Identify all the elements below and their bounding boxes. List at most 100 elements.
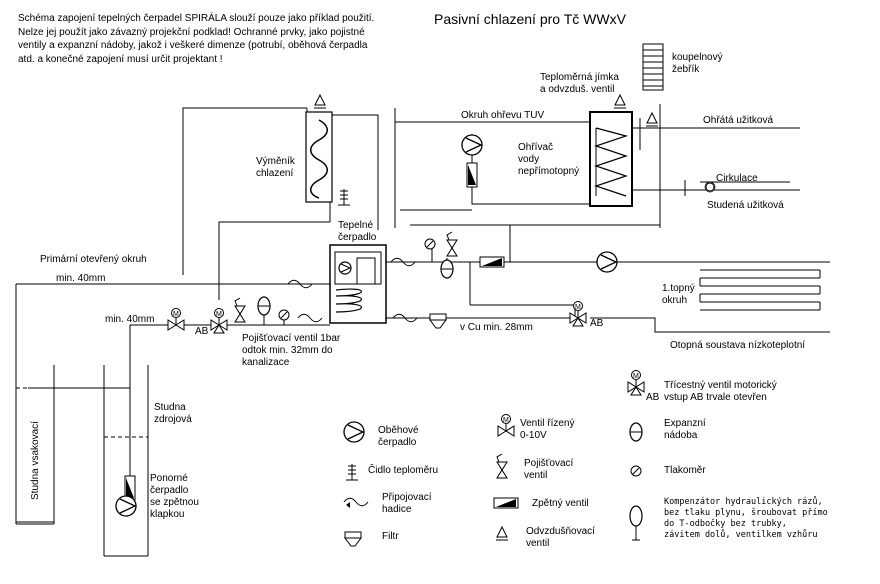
legend-compensator-icon <box>629 505 643 541</box>
pipes <box>15 104 830 523</box>
diagram-title: Pasivní chlazení pro Tč WWxV <box>434 11 626 27</box>
label-min40-bottom: min. 40mm <box>105 314 155 325</box>
label-topny-2: okruh <box>662 295 688 306</box>
label-heat-pump: Tepelné čerpadlo <box>338 220 376 244</box>
legend-3wv-1: Třícestný ventil motorický <box>664 380 777 391</box>
submersible-pump-icon <box>115 495 137 517</box>
label-cu-pipe: v Cu min. 28mm <box>460 322 533 333</box>
well-source <box>103 365 149 557</box>
label-dhw-tank: Ohřívač vody nepřímotopný <box>518 142 579 178</box>
note-line-3: ventily a expanzní nádoby, jakož i veške… <box>18 40 368 51</box>
air-vent-tank-icon <box>613 94 627 109</box>
controlled-valve-primary-icon <box>167 308 185 331</box>
pressure-gauge-primary-icon <box>278 309 290 321</box>
cooling-heat-exchanger <box>305 111 333 203</box>
label-cold-water: Studená užitková <box>707 200 784 211</box>
circulation-pump-small-icon <box>705 182 715 192</box>
label-thermometer-well: Teploměrná jímka a odvzduš. ventil <box>540 72 619 96</box>
label-safety-note-3: kanalizace <box>242 357 290 368</box>
legend-comp-4: závitem dolů, ventilkem vzhůru <box>664 530 818 540</box>
legend-exp-2: nádoba <box>664 430 698 441</box>
legend-pump-icon <box>343 421 365 443</box>
filter-heating-icon <box>429 313 447 329</box>
temp-sensor-exchanger-icon <box>337 188 351 206</box>
legend-three-way-valve-icon <box>627 370 645 396</box>
label-ponorne-3: se zpětnou <box>150 497 199 508</box>
label-ohrivac-1: Ohřívač <box>518 142 554 153</box>
label-heat-exchanger: Výměník chlazení <box>256 156 295 180</box>
heat-pump-unit <box>329 244 387 324</box>
legend-controlled-valve-icon <box>497 414 515 437</box>
legend-compensator: Kompenzátor hydraulických rázů, bez tlak… <box>664 497 828 541</box>
legend-sv-1: Pojišťovací <box>524 458 574 469</box>
label-vymenik-2: chlazení <box>256 168 294 179</box>
legend-hose: Připojovací hadice <box>382 492 431 516</box>
legend-air-vent: Odvzdušňovací ventil <box>526 526 595 550</box>
legend-air-vent-icon <box>495 526 509 541</box>
legend-filter-icon <box>344 531 362 547</box>
note-line-1: Schéma zapojení tepelných čerpadel SPIRÁ… <box>18 13 375 24</box>
label-hp-1: Tepelné <box>338 220 374 231</box>
towel-radiator <box>642 43 664 91</box>
legend-comp-3: do T-odbočky bez trubky, <box>664 519 787 529</box>
expansion-vessel-primary-icon <box>257 296 271 316</box>
label-circulation: Cirkulace <box>716 173 758 184</box>
label-koupelnovy-2: žebřík <box>672 64 700 75</box>
label-ohrivac-3: nepřímotopný <box>518 166 580 177</box>
legend-three-way-valve: Třícestný ventil motorický vstup AB trva… <box>664 380 777 404</box>
legend-av-2: ventil <box>526 538 550 549</box>
label-ponorne-2: čerpadlo <box>150 485 189 496</box>
legend-cv-1: Ventil řízený <box>520 418 575 429</box>
label-jimka-2: a odvzduš. ventil <box>540 84 615 95</box>
label-hp-2: čerpadlo <box>338 232 377 243</box>
legend-comp-2: bez tlaku plynu, šroubovat přímo <box>664 508 828 518</box>
legend-check-valve-icon <box>493 497 519 509</box>
legend-hose-arrow-icon <box>346 502 350 508</box>
heating-circulation-pump-icon <box>596 251 618 273</box>
label-zdrojova-1: Studna <box>154 402 186 413</box>
legend-expansion: Expanzní nádoba <box>664 418 706 442</box>
check-valve-heating-icon <box>479 256 505 268</box>
label-hot-water: Ohřátá užitková <box>703 115 774 126</box>
legend-hose-1: Připojovací <box>382 492 432 503</box>
label-vymenik-1: Výměník <box>256 156 295 167</box>
legend-sv-2: ventil <box>524 470 548 481</box>
air-vent-radiator-icon <box>645 112 659 127</box>
legend-safety-valve-icon <box>496 453 508 479</box>
legend-sensor-icon <box>345 463 359 481</box>
label-ponorne-4: klapkou <box>150 509 185 520</box>
label-ab-left: AB <box>195 326 209 337</box>
dhw-indirect-tank <box>589 111 633 207</box>
legend-controlled-valve: Ventil řízený 0-10V <box>520 418 574 442</box>
label-submersible-pump: Ponorné čerpadlo se zpětnou klapkou <box>150 473 199 521</box>
label-primary-circuit: Primární otevřený okruh <box>40 254 147 265</box>
legend-pump-2: čerpadlo <box>378 437 417 448</box>
safety-valve-heating-icon <box>446 231 458 257</box>
label-infiltration-well: Studna vsakovací <box>30 421 41 500</box>
label-safety-note-1: Pojišťovací ventil 1bar <box>242 333 341 344</box>
label-tuv-circuit: Okruh ohřevu TUV <box>461 110 545 121</box>
legend-gauge-icon <box>630 465 642 477</box>
note-line-2: Nelze jej použít jako závazný projekční … <box>18 26 365 38</box>
legend-av-1: Odvzdušňovací <box>526 526 595 537</box>
check-valve-tuv-icon <box>466 162 478 188</box>
legend-exp-1: Expanzní <box>664 418 706 429</box>
well-infiltration <box>15 365 55 525</box>
label-koupelnovy-1: koupelnový <box>672 52 723 63</box>
legend-expansion-icon <box>629 422 643 442</box>
legend-comp-1: Kompenzátor hydraulických rázů, <box>664 497 823 507</box>
label-jimka-1: Teploměrná jímka <box>540 72 619 83</box>
legend-3wv-2: vstup AB trvale otevřen <box>664 392 767 403</box>
legend-pump: Oběhové čerpadlo <box>378 425 419 449</box>
flex-hose-primary-bottom-icon <box>297 313 323 323</box>
air-vent-exchanger-icon <box>313 94 327 109</box>
legend-check-valve: Zpětný ventil <box>532 498 589 509</box>
three-way-valve-primary-icon <box>210 308 228 334</box>
pressure-gauge-heating-icon <box>424 238 436 250</box>
disclaimer-note: Schéma zapojení tepelných čerpadel SPIRÁ… <box>18 12 418 66</box>
label-ponorne-1: Ponorné <box>150 473 188 484</box>
label-safety-valve-note: Pojišťovací ventil 1bar odtok min. 32mm … <box>242 333 340 369</box>
tuv-circulation-pump-icon <box>461 134 483 156</box>
legend-safety-valve: Pojišťovací ventil <box>524 458 573 482</box>
